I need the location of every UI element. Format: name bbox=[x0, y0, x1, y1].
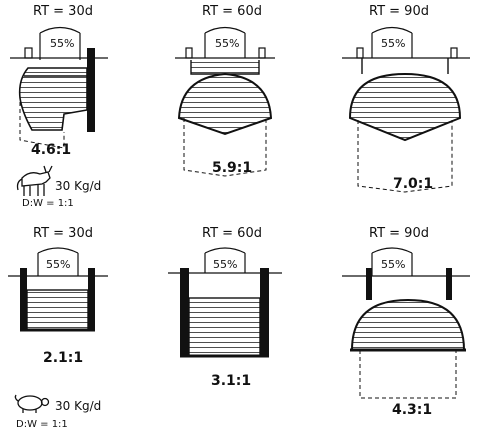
outlet-pipe bbox=[258, 47, 266, 59]
inlet-pipe bbox=[356, 47, 364, 59]
dilution-ratio-label: D:W = 1:1 bbox=[16, 419, 68, 430]
right-wall bbox=[88, 268, 95, 330]
digester-panel-top-3: RT = 90d 55% 7.0:1 bbox=[342, 4, 470, 193]
right-wall bbox=[446, 268, 452, 300]
retention-time-label: RT = 90d bbox=[369, 4, 429, 19]
volume-ratio-label: 4.3:1 bbox=[392, 402, 432, 418]
left-wall bbox=[20, 268, 27, 330]
volume-ratio-label: 4.6:1 bbox=[31, 142, 71, 158]
outlet-wall bbox=[87, 48, 95, 132]
animal-dose-label: 30 Kg/d bbox=[55, 179, 101, 193]
left-wall bbox=[366, 268, 372, 300]
outlet-pipe bbox=[450, 47, 458, 59]
digester-panel-top-1: RT = 30d 55% 4.6:1 bbox=[10, 4, 108, 158]
pig-legend: 30 Kg/d D:W = 1:1 bbox=[14, 394, 101, 430]
digester-panel-top-2: RT = 60d 55% 5.9:1 bbox=[175, 4, 275, 177]
digester-body bbox=[348, 72, 462, 142]
gas-fraction-label: 55% bbox=[381, 37, 405, 50]
gas-dome bbox=[371, 26, 413, 58]
gas-dome bbox=[204, 26, 246, 58]
inlet-pipe bbox=[24, 47, 33, 59]
gas-fraction-label: 55% bbox=[50, 37, 74, 50]
right-wall bbox=[260, 268, 269, 356]
digester-body bbox=[188, 297, 261, 357]
volume-ratio-label: 3.1:1 bbox=[211, 373, 251, 389]
gas-fraction-label: 55% bbox=[46, 258, 70, 271]
digester-body bbox=[177, 72, 273, 136]
cow-legend: 30 Kg/d D:W = 1:1 bbox=[16, 165, 101, 209]
digester-body bbox=[18, 67, 88, 131]
gas-fraction-label: 55% bbox=[213, 258, 237, 271]
gas-dome bbox=[39, 26, 81, 60]
left-wall bbox=[180, 268, 189, 356]
pit-outline bbox=[183, 118, 267, 177]
digester-body bbox=[350, 298, 466, 351]
digester-panel-bottom-3: RT = 90d 55% 4.3:1 bbox=[342, 226, 470, 418]
inlet-pipe bbox=[185, 47, 193, 59]
pig-icon bbox=[14, 394, 50, 413]
digester-panel-bottom-2: RT = 60d 55% 3.1:1 bbox=[168, 226, 282, 389]
gas-fraction-label: 55% bbox=[215, 37, 239, 50]
gas-fraction-label: 55% bbox=[381, 258, 405, 271]
volume-ratio-label: 5.9:1 bbox=[212, 160, 252, 176]
cow-icon bbox=[16, 165, 53, 196]
pit-outline bbox=[359, 350, 457, 399]
volume-ratio-label: 7.0:1 bbox=[393, 176, 433, 192]
pit-outline bbox=[357, 120, 453, 193]
gas-dome bbox=[204, 247, 246, 273]
gas-dome bbox=[37, 247, 79, 276]
retention-time-label: RT = 90d bbox=[369, 226, 429, 241]
retention-time-label: RT = 60d bbox=[202, 4, 262, 19]
volume-ratio-label: 2.1:1 bbox=[43, 350, 83, 366]
retention-time-label: RT = 30d bbox=[33, 4, 93, 19]
retention-time-label: RT = 30d bbox=[33, 226, 93, 241]
digester-body bbox=[26, 289, 89, 331]
neck-section bbox=[190, 60, 260, 75]
retention-time-label: RT = 60d bbox=[202, 226, 262, 241]
dilution-ratio-label: D:W = 1:1 bbox=[22, 198, 74, 209]
animal-dose-label: 30 Kg/d bbox=[55, 399, 101, 413]
digester-panel-bottom-1: RT = 30d 55% 2.1:1 bbox=[8, 226, 108, 366]
